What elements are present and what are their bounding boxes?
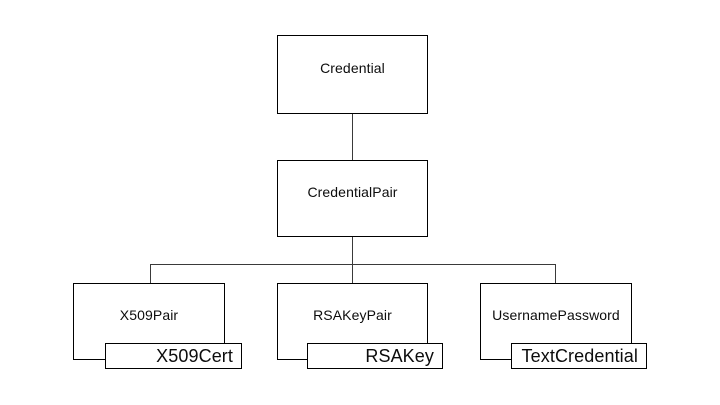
connector-drop-x509pair <box>150 264 152 284</box>
node-usernamepassword-label: UsernamePassword <box>492 306 620 323</box>
node-rsakey-label: RSAKey <box>365 345 434 366</box>
node-x509cert: X509Cert <box>105 343 242 369</box>
node-credential: Credential <box>277 35 428 114</box>
node-textcredential-label: TextCredential <box>521 345 638 366</box>
connector-credential-to-credentialpair <box>352 114 354 161</box>
node-textcredential: TextCredential <box>511 343 647 369</box>
node-x509cert-label: X509Cert <box>156 345 233 366</box>
node-credential-label: Credential <box>320 59 385 76</box>
connector-drop-usernamepassword <box>555 264 557 284</box>
node-rsakey: RSAKey <box>307 343 443 369</box>
node-x509pair-label: X509Pair <box>119 306 179 323</box>
node-credentialpair: CredentialPair <box>277 160 428 237</box>
node-credentialpair-label: CredentialPair <box>307 183 398 200</box>
node-rsakeypair-label: RSAKeyPair <box>313 306 392 323</box>
connector-credentialpair-to-bar <box>352 236 354 284</box>
connector-children-bar <box>150 264 556 266</box>
